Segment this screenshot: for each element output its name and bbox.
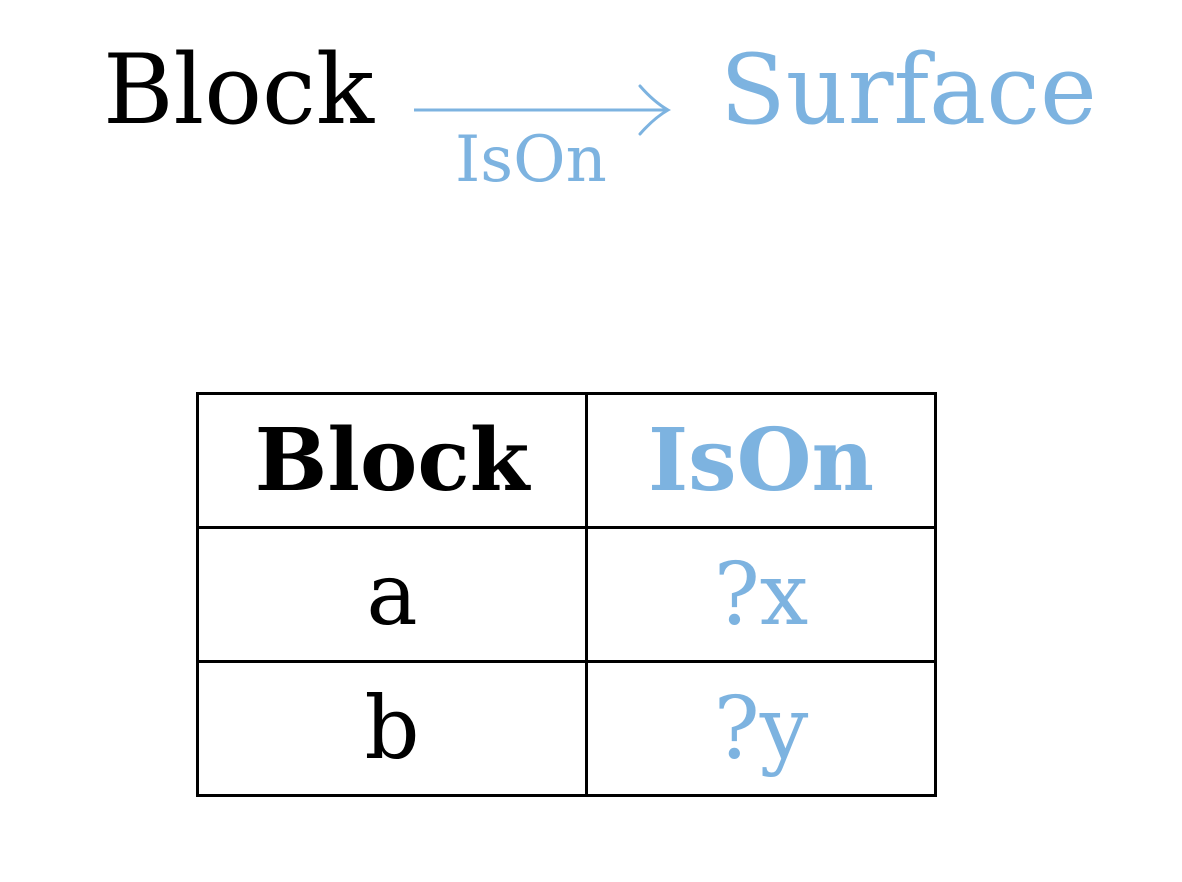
table-row: b ?y [196,660,937,797]
table-cell-ison: ?y [585,660,937,797]
target-entity-label: Surface [720,34,1097,146]
table-cell-block: b [196,660,588,797]
relation-edge-label: IsOn [455,123,607,197]
table-cell-ison: ?x [585,526,937,663]
table-header-row: Block IsOn [196,392,937,529]
relation-table: Block IsOn a ?x b ?y [196,392,937,797]
relation-diagram: Block IsOn Surface [0,0,1182,230]
relation-arrow-icon [414,84,672,136]
table-row: a ?x [196,526,937,663]
table-cell-block: a [196,526,588,663]
table-header-ison: IsOn [585,392,937,529]
table-header-block: Block [196,392,588,529]
source-entity-label: Block [103,34,374,146]
